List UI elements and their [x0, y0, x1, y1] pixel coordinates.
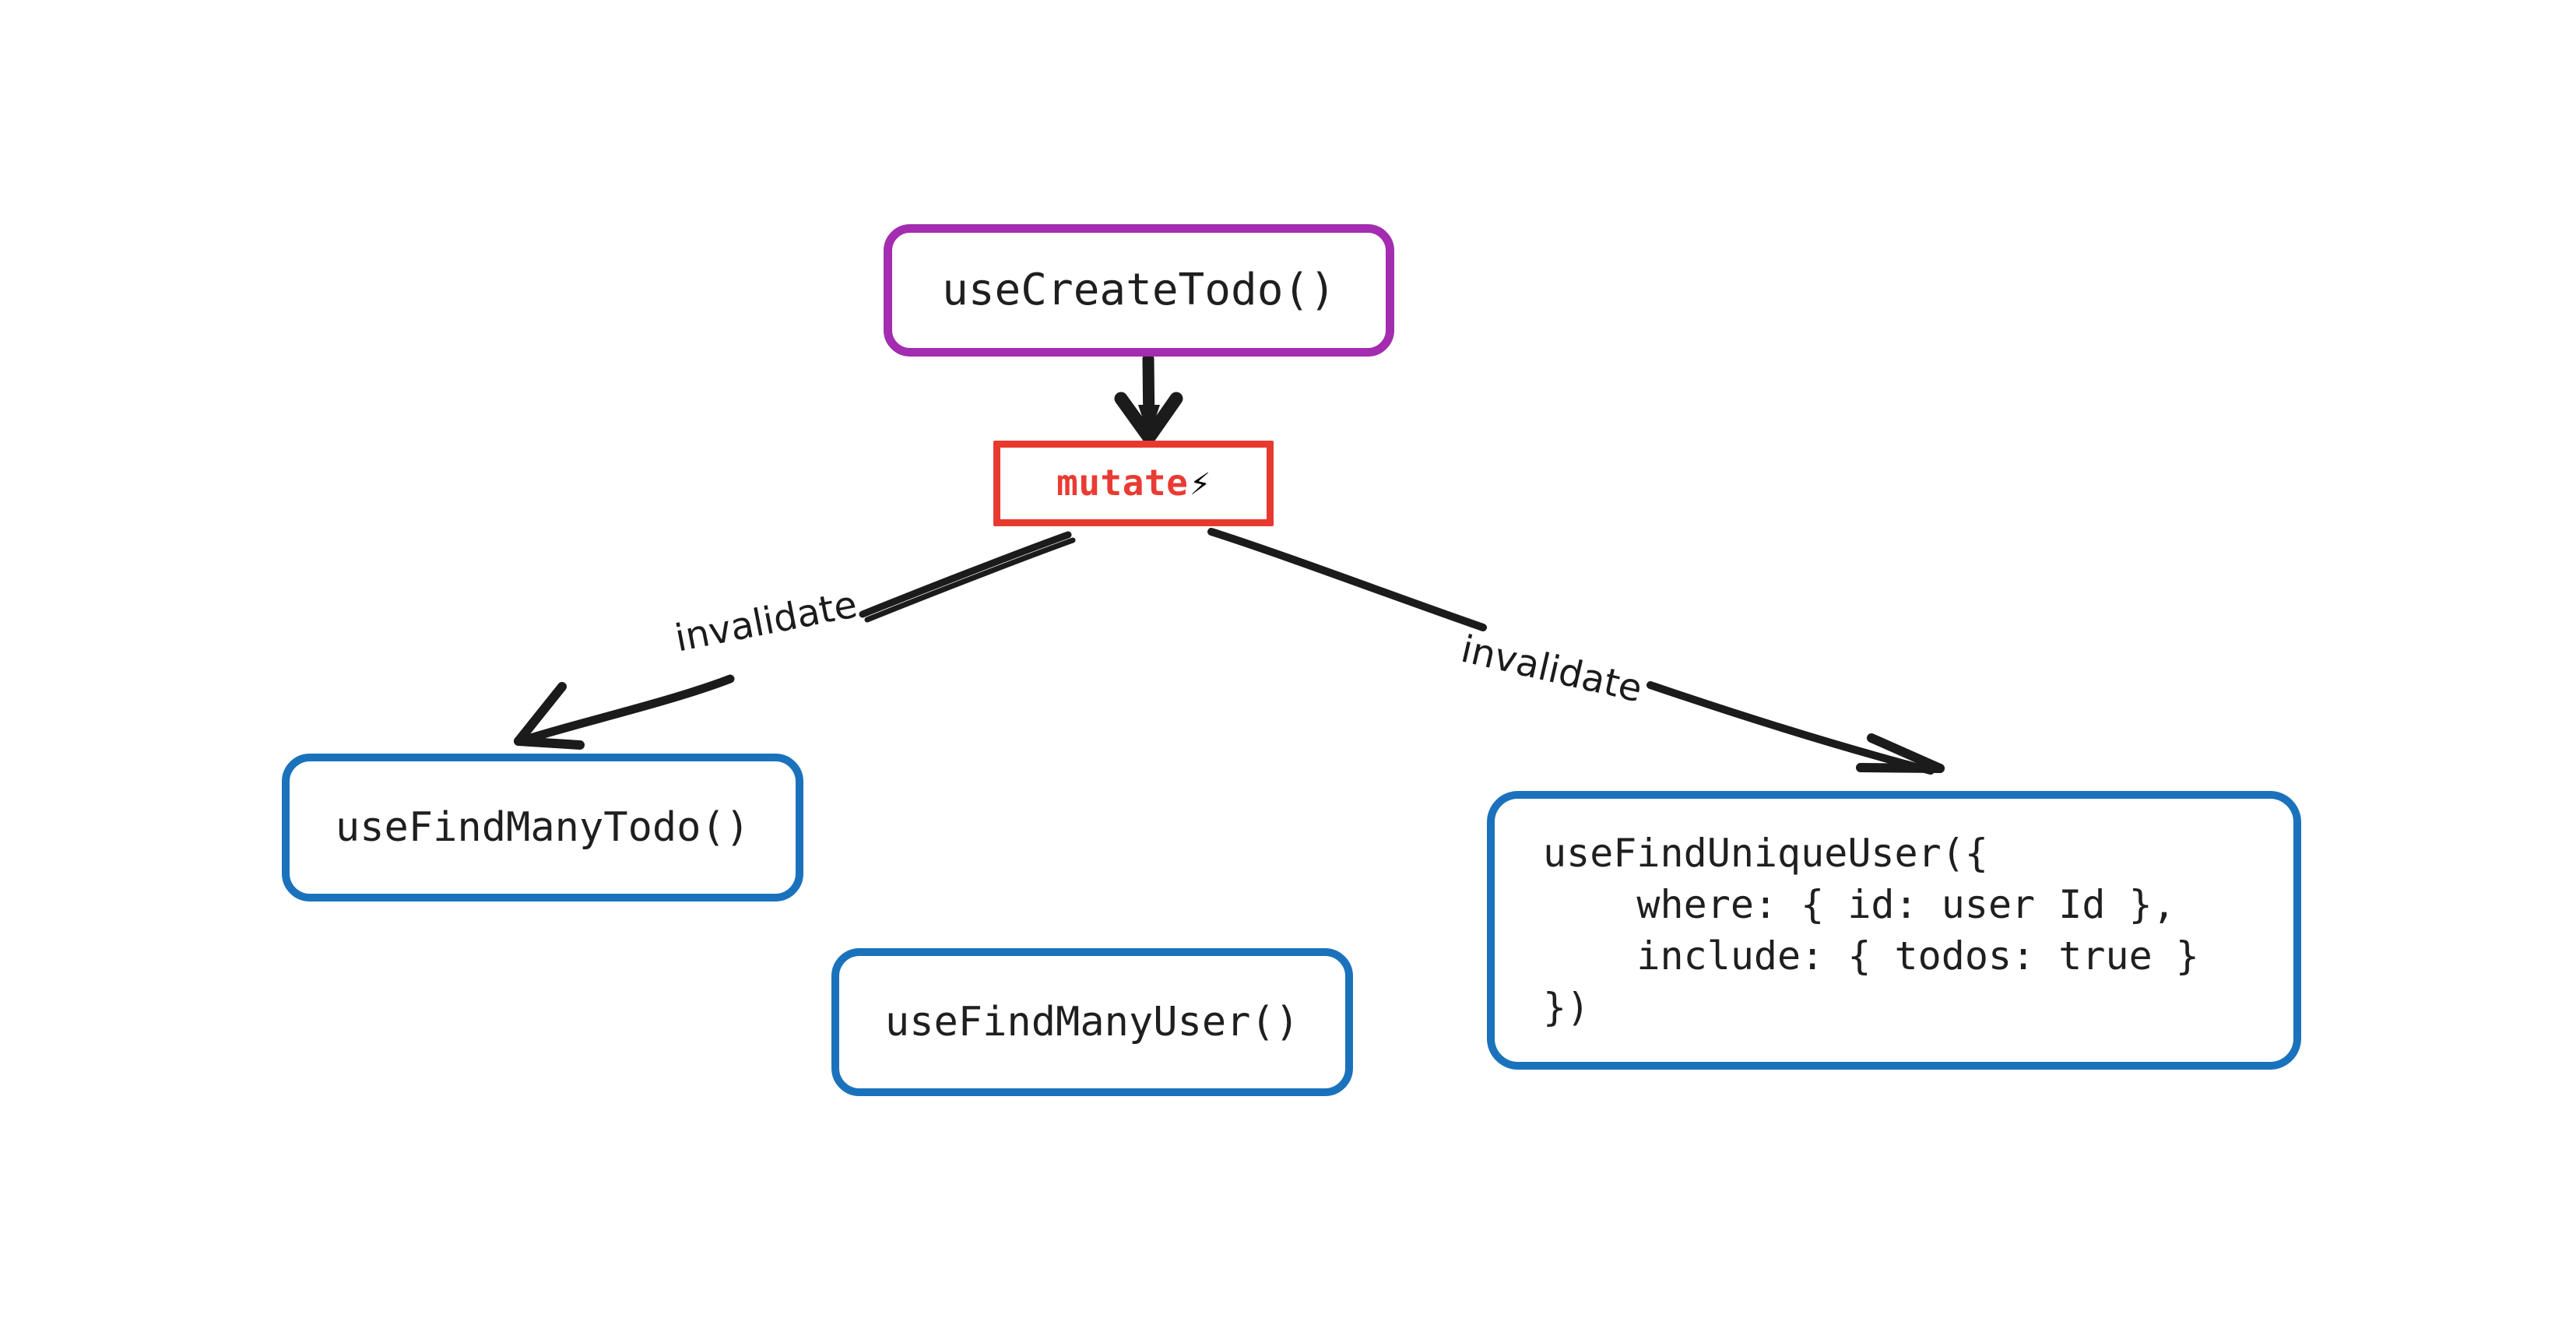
edge-mutate-to-find-unique-user — [1207, 528, 1945, 775]
node-use-find-unique-user[interactable]: useFindUniqueUser({ where: { id: user Id… — [1487, 791, 2301, 1070]
node-use-create-todo-label: useCreateTodo() — [942, 265, 1336, 315]
lightning-bolt-icon: ⚡ — [1190, 463, 1211, 503]
edge-create-to-mutate — [1114, 353, 1183, 445]
edge-mutate-to-find-many-todo — [514, 531, 1076, 750]
node-use-find-many-user-label: useFindManyUser() — [884, 998, 1300, 1046]
node-use-create-todo[interactable]: useCreateTodo() — [884, 224, 1394, 357]
node-use-find-many-user[interactable]: useFindManyUser() — [831, 948, 1353, 1096]
node-use-find-many-todo-label: useFindManyTodo() — [335, 803, 750, 851]
node-mutate-label: mutate — [1056, 462, 1189, 504]
node-use-find-unique-user-label: useFindUniqueUser({ where: { id: user Id… — [1543, 831, 2199, 1030]
node-use-find-many-todo[interactable]: useFindManyTodo() — [282, 754, 803, 901]
node-mutate[interactable]: mutate ⚡ — [993, 441, 1274, 526]
